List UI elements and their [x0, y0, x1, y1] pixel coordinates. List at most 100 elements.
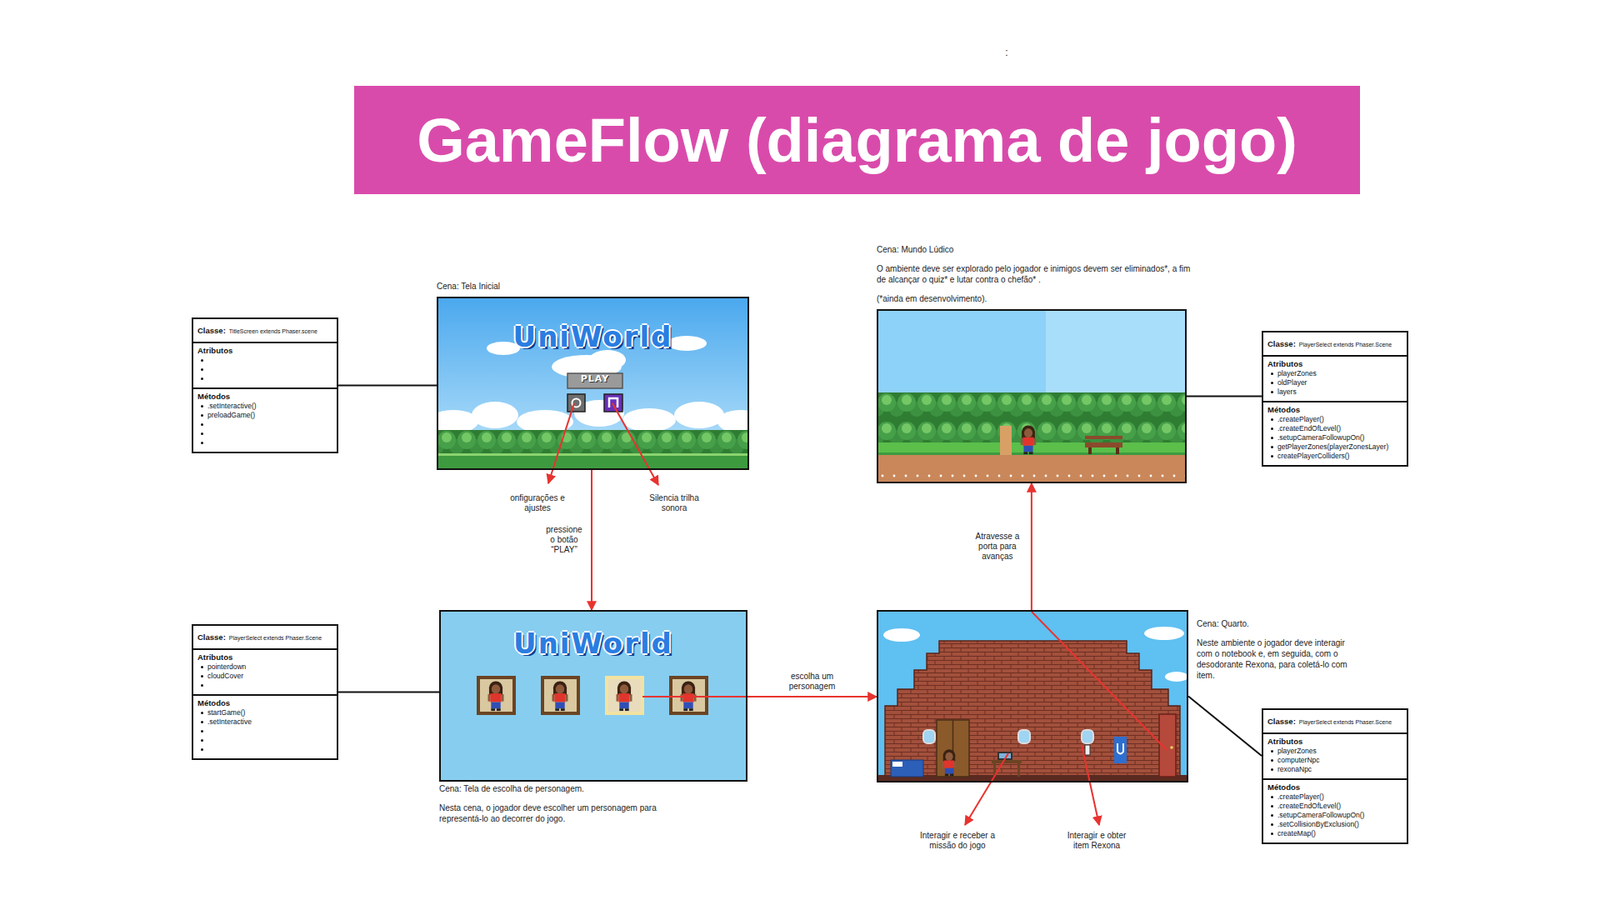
- class-header: Classe:PlayerSelect extends Phaser.Scene: [1263, 710, 1407, 735]
- character-select-art: [605, 675, 645, 715]
- bedroom-art: [885, 640, 1180, 783]
- member-item: preloadGame(): [197, 410, 333, 420]
- character-select-art: [642, 695, 748, 698]
- character-select-art: [608, 679, 641, 712]
- empty-bullet: [197, 374, 333, 384]
- class-label: TitleScreen extends Phaser.scene: [229, 328, 318, 335]
- annotation-label: Silencia trilha sonora: [640, 493, 708, 514]
- title-screen-art: [567, 394, 585, 412]
- title-screen-art: [717, 410, 750, 434]
- class-label: PlayerSelect extends Phaser.Scene: [229, 635, 322, 641]
- scene-text: O ambiente deve ser explorado pelo jogad…: [876, 263, 1194, 285]
- class-header: Classe:PlayerSelect extends Phaser.Scene: [193, 625, 337, 650]
- class-box: Classe:TitleScreen extends Phaser.sceneA…: [191, 317, 339, 454]
- character-select-art: [476, 675, 516, 715]
- class-label: Classe:: [1267, 339, 1296, 349]
- member-item: .createPlayer(): [1267, 792, 1403, 802]
- section-heading: Atributos: [197, 345, 333, 356]
- game-logo: UniWorld: [438, 320, 748, 354]
- title-screen-art: [436, 453, 750, 456]
- playground-world-art: [1085, 435, 1123, 440]
- class-label: PlayerSelect extends Phaser.Scene: [1299, 341, 1392, 348]
- character-select-art: [616, 680, 633, 711]
- member-item: oldPlayer: [1267, 378, 1403, 388]
- title-screen-art: [604, 394, 623, 412]
- title-screen-art: [567, 373, 623, 389]
- scene-screenshot: Cena: Tela de escolha de personagem.Nest…: [439, 610, 748, 782]
- leader-arrow: [1031, 611, 1167, 750]
- flow-connector: [338, 691, 440, 694]
- class-section: Métodos.setInteractive()preloadGame(): [193, 387, 337, 452]
- class-section: MétodosstartGame().setInteractive: [193, 694, 337, 759]
- leader-arrow: [548, 403, 575, 484]
- title-screen-art: [436, 430, 750, 455]
- member-item: .setInteractive(): [197, 401, 333, 411]
- section-heading: Atributos: [1267, 736, 1403, 747]
- flow-connector: [747, 695, 877, 698]
- playground-world-art: [876, 471, 1187, 480]
- empty-bullet: [197, 429, 333, 439]
- bedroom-art: [991, 760, 1022, 764]
- member-item: playerZones: [1267, 369, 1403, 379]
- title-screen-art: [436, 296, 750, 470]
- playground-world-art: [1000, 425, 1012, 455]
- title-banner: GameFlow (diagrama de jogo): [354, 85, 1360, 195]
- character-select-art: [540, 675, 580, 715]
- class-header: Classe:TitleScreen extends Phaser.scene: [193, 319, 337, 344]
- empty-bullet: [197, 355, 333, 365]
- bedroom-art: [876, 610, 1189, 783]
- section-heading: Métodos: [197, 698, 333, 709]
- member-item: createMap(): [1267, 829, 1403, 839]
- member-item: layers: [1267, 387, 1403, 397]
- leader-arrow: [1081, 745, 1100, 825]
- member-item: computerNpc: [1267, 755, 1403, 765]
- empty-bullet: [197, 420, 333, 430]
- annotation-label: Interagir e obter item Rexona: [1058, 830, 1135, 851]
- member-item: pointerdown: [197, 662, 333, 672]
- scene-caption: Cena: Tela Inicial: [436, 280, 687, 292]
- edge-label: escolha um personagem: [781, 670, 844, 693]
- class-label: Classe:: [197, 325, 226, 335]
- play-button-label: PLAY: [567, 373, 623, 389]
- class-section: AtributospointerdowncloudCover: [193, 650, 337, 695]
- character-select-art: [488, 680, 505, 711]
- character-select-art: [552, 680, 569, 711]
- scene-caption: Cena: Mundo LúdicoO ambiente deve ser ex…: [876, 244, 1194, 305]
- class-box: Classe:PlayerSelect extends Phaser.Scene…: [1261, 330, 1409, 467]
- scene-screenshot: Cena: Tela InicialUniWorldPLAY: [436, 296, 750, 470]
- class-section: Atributos: [193, 343, 337, 388]
- leader-arrow: [548, 403, 1167, 825]
- bedroom-art: [1085, 745, 1090, 755]
- character-select-art: [439, 610, 748, 782]
- character-select-art: [480, 679, 513, 712]
- character-select-art: [439, 610, 748, 782]
- bedroom-art: [890, 760, 924, 777]
- title-screen-art: [436, 430, 750, 455]
- annotation-label: :: [998, 47, 1015, 58]
- empty-bullet: [197, 735, 333, 745]
- title-screen-art: [471, 401, 519, 429]
- annotation-label: onfigurações e ajustes: [507, 493, 568, 514]
- playground-world-art: [1020, 425, 1037, 455]
- member-item: .setCollisionByExclusion(): [1267, 820, 1403, 830]
- empty-bullet: [197, 438, 333, 448]
- bedroom-art: [876, 610, 1189, 783]
- bedroom-art: [936, 720, 970, 777]
- section-heading: Atributos: [1267, 359, 1403, 370]
- member-item: getPlayerZones(playerZonesLayer): [1267, 442, 1403, 452]
- character-select-art: [669, 675, 709, 715]
- member-item: createPlayerColliders(): [1267, 451, 1403, 461]
- empty-bullet: [197, 726, 333, 736]
- member-item: .setupCameraFollowupOn(): [1267, 433, 1403, 443]
- character-select-art: [672, 679, 705, 712]
- playground-world-art: [1085, 442, 1123, 448]
- playground-world-art: [876, 309, 1187, 484]
- playground-world-art: [876, 471, 1187, 480]
- class-label: Classe:: [197, 632, 226, 642]
- scene-text: Neste ambiente o jogador deve interagir …: [1196, 637, 1355, 681]
- section-heading: Métodos: [1267, 782, 1403, 793]
- title-screen-art: [436, 296, 750, 470]
- class-section: Métodos.createPlayer().createEndOfLevel(…: [1263, 400, 1407, 465]
- scene-text: Nesta cena, o jogador deve escolher um p…: [439, 802, 681, 825]
